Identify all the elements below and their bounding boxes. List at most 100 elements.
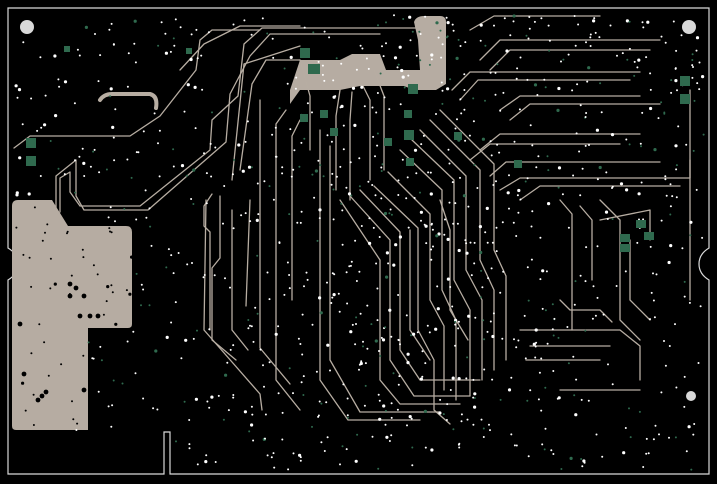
via: [208, 406, 211, 409]
via: [696, 82, 699, 85]
mounting-holes: [20, 20, 696, 401]
via: [495, 226, 498, 229]
via: [385, 435, 389, 439]
via: [49, 257, 52, 260]
via: [364, 362, 367, 365]
via: [358, 368, 360, 371]
trace: [499, 89, 691, 191]
via: [645, 56, 648, 59]
via: [353, 123, 357, 127]
via: [371, 184, 374, 186]
via: [289, 128, 292, 131]
via: [419, 191, 421, 194]
via: [268, 185, 271, 188]
via: [250, 423, 254, 427]
via: [482, 436, 485, 438]
via: [465, 377, 468, 380]
via: [437, 36, 440, 39]
via: [288, 367, 291, 370]
via: [693, 99, 696, 102]
via: [121, 382, 124, 385]
via: [505, 49, 509, 53]
via: [489, 429, 491, 432]
via: [445, 419, 448, 421]
via: [495, 250, 498, 253]
via: [544, 427, 547, 430]
via: [15, 226, 18, 229]
via: [331, 296, 334, 299]
via: [91, 357, 94, 360]
via: [697, 362, 700, 364]
via: [340, 62, 343, 65]
via: [480, 269, 483, 272]
trace: [479, 39, 661, 61]
via: [552, 370, 555, 372]
via: [288, 213, 291, 216]
via: [685, 450, 688, 453]
via: [211, 111, 213, 114]
via: [499, 109, 502, 112]
via: [683, 280, 686, 283]
via: [669, 183, 672, 186]
via: [452, 222, 455, 225]
via: [454, 202, 457, 205]
via: [180, 164, 185, 168]
via: [442, 413, 445, 416]
trace: [259, 99, 291, 385]
via: [175, 440, 177, 443]
via: [411, 30, 414, 33]
via: [663, 340, 665, 342]
via: [41, 239, 44, 242]
via: [355, 68, 358, 71]
via: [205, 454, 208, 457]
smd-pad: [330, 128, 338, 136]
via: [190, 198, 193, 200]
via: [247, 165, 252, 169]
smd-pad: [26, 156, 36, 166]
via: [21, 381, 25, 385]
via: [113, 159, 116, 162]
trace: [349, 91, 353, 201]
via: [468, 134, 471, 137]
via: [573, 394, 576, 397]
trace: [429, 119, 495, 371]
via: [437, 232, 441, 236]
via: [154, 349, 158, 353]
via: [330, 302, 333, 304]
via: [286, 261, 289, 264]
via: [227, 409, 230, 412]
via: [81, 147, 84, 150]
via: [283, 293, 286, 296]
via: [537, 398, 540, 401]
via: [105, 168, 108, 171]
via: [222, 222, 224, 225]
via: [192, 337, 195, 340]
via: [637, 192, 641, 196]
via: [262, 364, 264, 367]
via: [482, 319, 485, 322]
via: [609, 24, 612, 27]
via: [388, 108, 391, 111]
via: [496, 143, 499, 146]
via: [446, 237, 450, 241]
via: [490, 267, 493, 270]
via: [585, 246, 588, 249]
via: [354, 343, 357, 346]
via: [270, 456, 273, 459]
via: [668, 345, 671, 347]
via: [541, 443, 544, 446]
via: [572, 355, 575, 358]
via: [114, 108, 117, 111]
via: [556, 108, 560, 112]
via: [397, 383, 400, 386]
via: [43, 389, 49, 395]
via: [598, 165, 602, 170]
via: [274, 332, 278, 336]
trace: [387, 171, 445, 391]
via: [415, 172, 418, 175]
via: [142, 397, 145, 400]
via: [598, 36, 601, 39]
via: [457, 327, 460, 330]
via: [551, 328, 554, 331]
via: [611, 383, 614, 386]
